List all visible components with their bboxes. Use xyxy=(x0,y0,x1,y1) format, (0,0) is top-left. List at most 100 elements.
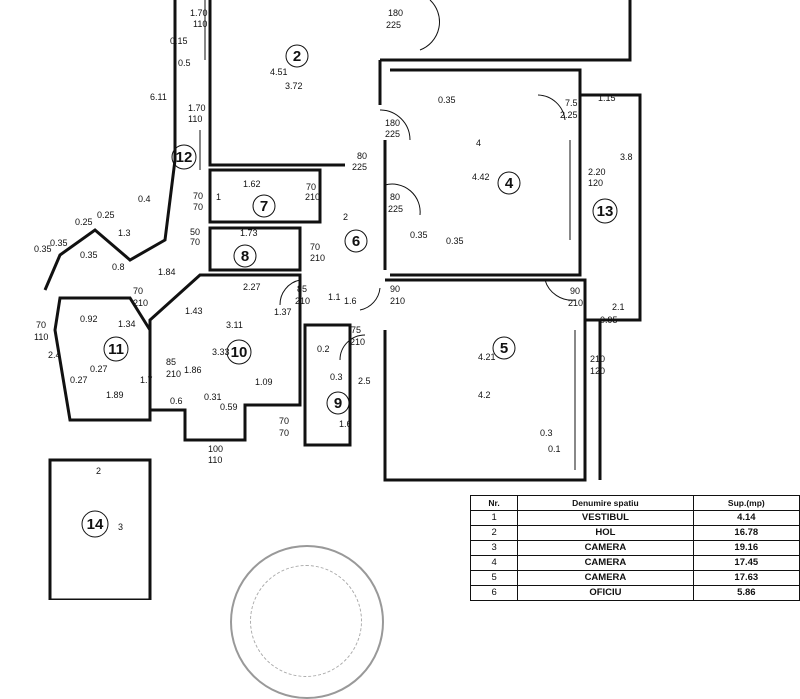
dimension-label: 1.15 xyxy=(598,93,616,103)
dimension-label: 225 xyxy=(388,204,403,214)
dimension-label: 210 xyxy=(295,296,310,306)
cell-area: 4.14 xyxy=(692,510,800,526)
dimension-label: 0.3 xyxy=(330,372,343,382)
dimension-label: 70 xyxy=(36,320,46,330)
door-swings xyxy=(279,0,576,361)
dimension-label: 70 xyxy=(193,191,203,201)
dimension-label: 2.27 xyxy=(243,282,261,292)
dimension-label: 75 xyxy=(351,325,361,335)
dimension-label: 0.35 xyxy=(80,250,98,260)
dimension-label: 0.15 xyxy=(170,36,188,46)
cell-name: OFICIU xyxy=(517,585,694,601)
cell-nr: 5 xyxy=(469,570,519,586)
dimension-labels: 1.70 110 0.15 0.5 6.11 4.51 3.72 180 225… xyxy=(34,8,633,532)
column-header-name: Denumire spatiu xyxy=(517,495,694,511)
room-number: 4 xyxy=(505,175,514,192)
dimension-label: 0.35 xyxy=(34,244,52,254)
room-number: 9 xyxy=(334,395,342,412)
dimension-label: 70 xyxy=(279,416,289,426)
dimension-label: 0.35 xyxy=(50,238,68,248)
dimension-label: 2.25 xyxy=(560,110,578,120)
dimension-label: 6.11 xyxy=(150,92,167,102)
dimension-label: 70 xyxy=(133,286,143,296)
room-number: 12 xyxy=(176,149,193,166)
room-number: 8 xyxy=(241,248,249,265)
dimension-label: 2 xyxy=(96,466,101,476)
dimension-label: 80 xyxy=(357,151,367,161)
dimension-label: 3.72 xyxy=(285,81,303,91)
floor-plan: 2 4 5 6 7 8 9 10 11 12 13 14 1.70 110 0.… xyxy=(34,0,642,600)
cell-area: 17.63 xyxy=(692,570,800,586)
dimension-label: 0.27 xyxy=(90,364,108,374)
dimension-label: 1.73 xyxy=(240,228,258,238)
stamp-inner-ring xyxy=(250,565,362,677)
room-labels: 2 4 5 6 7 8 9 10 11 12 13 14 xyxy=(81,44,618,538)
dimension-label: 4 xyxy=(476,138,481,148)
room-number: 5 xyxy=(500,340,508,357)
dimension-label: 110 xyxy=(193,19,207,29)
dimension-label: 1 xyxy=(216,192,221,202)
dimension-label: 180 xyxy=(388,8,403,18)
dimension-label: 0.25 xyxy=(97,210,115,220)
dimension-label: 0.1 xyxy=(548,444,561,454)
dimension-label: 210 xyxy=(133,298,148,308)
dimension-label: 0.35 xyxy=(410,230,428,240)
dimension-label: 2.5 xyxy=(358,376,371,386)
dimension-label: 225 xyxy=(385,129,400,139)
cell-name: CAMERA xyxy=(517,570,694,586)
dimension-label: 210 xyxy=(305,192,320,202)
dimension-label: 1.62 xyxy=(243,179,261,189)
dimension-label: 70 xyxy=(190,237,200,247)
dimension-label: 1.86 xyxy=(184,365,202,375)
cell-name: VESTIBUL xyxy=(517,510,694,526)
dimension-label: 70 xyxy=(306,182,316,192)
dimension-label: 4.2 xyxy=(478,390,491,400)
column-header-nr: Nr. xyxy=(469,495,519,511)
dimension-label: 0.92 xyxy=(80,314,98,324)
cell-name: HOL xyxy=(517,525,694,541)
dimension-label: 210 xyxy=(390,296,405,306)
column-header-area: Sup.(mp) xyxy=(692,495,800,511)
dimension-label: 2.4 xyxy=(48,350,61,360)
dimension-label: 4.21 xyxy=(478,352,496,362)
dimension-label: 0.6 xyxy=(170,396,183,406)
cell-area: 19.16 xyxy=(692,540,800,556)
cell-name: CAMERA xyxy=(517,540,694,556)
dimension-label: 110 xyxy=(34,332,48,342)
dimension-label: 85 xyxy=(297,284,307,294)
dimension-label: 4.51 xyxy=(270,67,288,77)
room-number: 6 xyxy=(352,233,360,250)
dimension-label: 3.8 xyxy=(620,152,633,162)
dimension-label: 85 xyxy=(166,357,176,367)
dimension-label: 210 xyxy=(310,253,325,263)
table-header-row: Nr. Denumire spatiu Sup.(mp) xyxy=(469,495,800,511)
dimension-label: 1.7 xyxy=(140,375,153,385)
cell-area: 16.78 xyxy=(692,525,800,541)
dimension-label: 80 xyxy=(390,192,400,202)
dimension-label: 0.2 xyxy=(317,344,330,354)
dimension-label: 120 xyxy=(588,178,603,188)
dimension-label: 3.33 xyxy=(212,347,230,357)
dimension-label: 0.4 xyxy=(138,194,151,204)
dimension-label: 3.11 xyxy=(226,320,243,330)
dimension-label: 3 xyxy=(118,522,123,532)
dimension-label: 210 xyxy=(166,369,181,379)
dimension-label: 1.6 xyxy=(339,419,352,429)
dimension-label: 0.59 xyxy=(220,402,238,412)
dimension-label: 0.5 xyxy=(178,58,191,68)
room-number: 7 xyxy=(260,198,268,215)
dimension-label: 1.37 xyxy=(274,307,292,317)
dimension-label: 120 xyxy=(590,366,605,376)
dimension-label: 225 xyxy=(352,162,367,172)
dimension-label: 0.8 xyxy=(112,262,125,272)
dimension-label: 70 xyxy=(193,202,203,212)
dimension-label: 2.1 xyxy=(612,302,625,312)
dimension-label: 1.84 xyxy=(158,267,176,277)
dimension-label: 0.31 xyxy=(204,392,222,402)
dimension-label: 1.70 xyxy=(188,103,206,113)
